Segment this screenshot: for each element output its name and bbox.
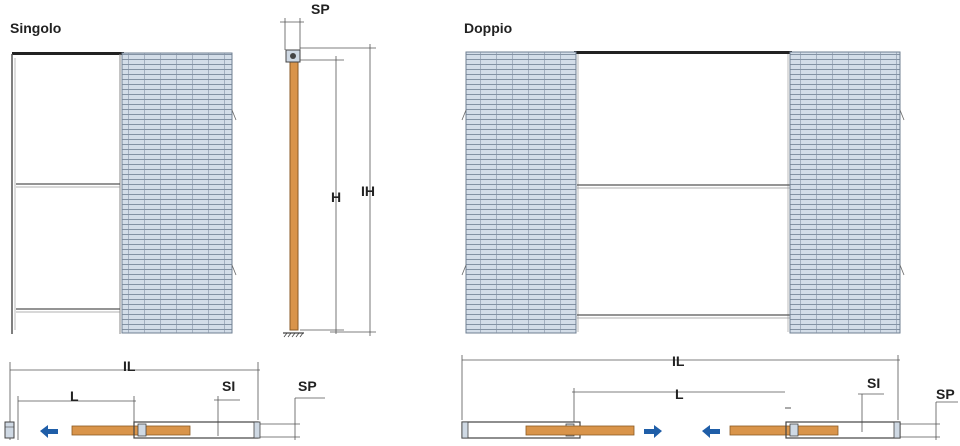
label-sp-double: SP — [936, 386, 955, 402]
arrow-left-icon — [702, 425, 720, 438]
side-section-view — [280, 18, 376, 338]
label-il-single: IL — [123, 358, 136, 374]
label-sp-side: SP — [311, 1, 330, 17]
double-title: Doppio — [464, 20, 513, 36]
arrow-left-icon — [40, 425, 58, 438]
label-l-double: L — [675, 386, 684, 402]
arrow-right-icon — [644, 425, 662, 438]
single-plan-view — [4, 362, 325, 440]
single-door-panel — [71, 425, 191, 436]
label-si-single: SI — [222, 378, 236, 394]
label-l-single: L — [70, 388, 79, 404]
double-door-panel-right — [729, 425, 839, 436]
label-il-double: IL — [672, 353, 685, 369]
label-h: H — [331, 189, 342, 205]
single-front-view — [11, 52, 237, 334]
label-si-double: SI — [867, 375, 881, 391]
label-ih: IH — [361, 183, 375, 199]
double-plan-view — [461, 355, 958, 440]
double-door-panel-left — [525, 425, 635, 436]
double-front-view — [461, 51, 905, 334]
label-sp-single: SP — [298, 378, 317, 394]
single-title: Singolo — [10, 20, 62, 36]
